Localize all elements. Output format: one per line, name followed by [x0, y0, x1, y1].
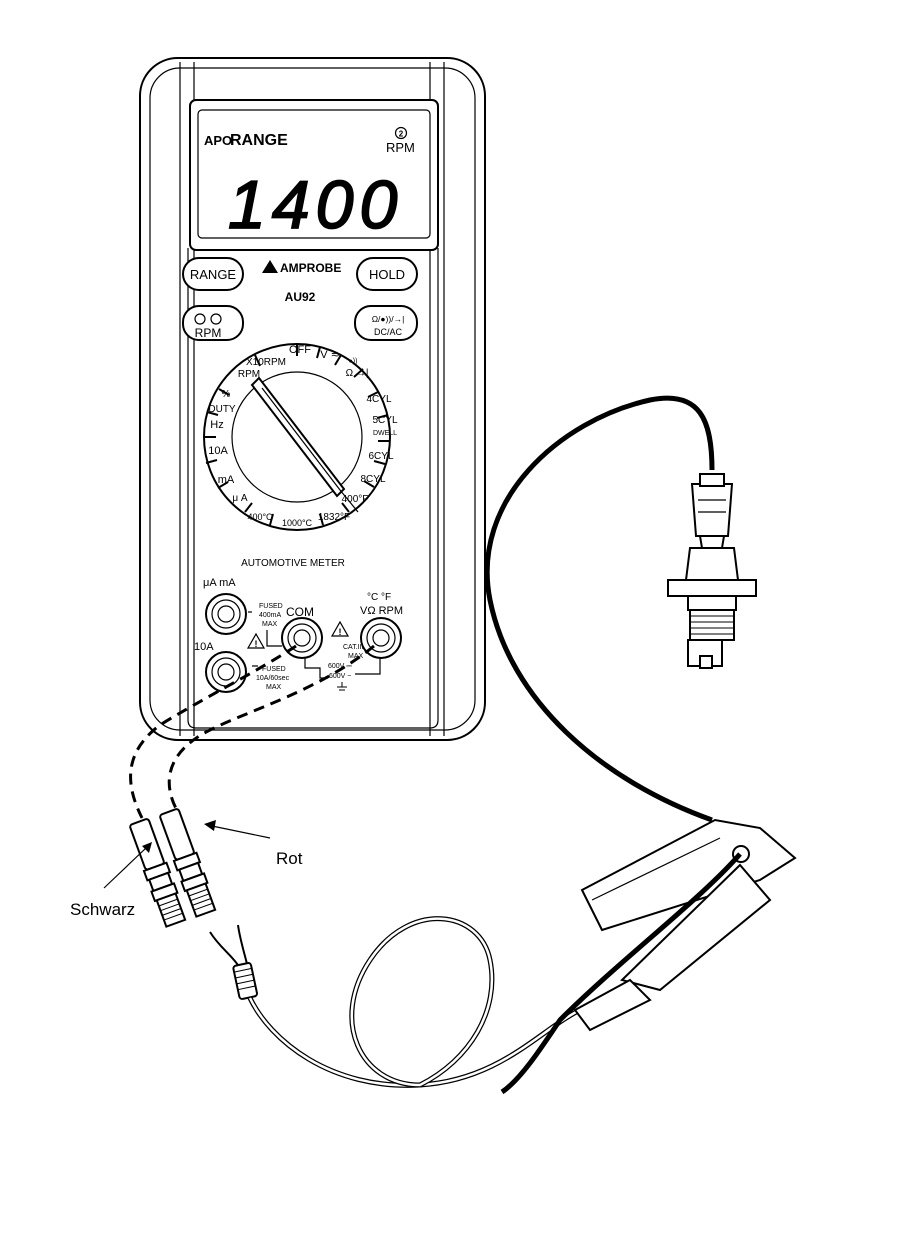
rpm-button[interactable]: RPM	[182, 305, 244, 341]
svg-text:!: !	[255, 639, 258, 649]
dial-1000c: 1000°C	[282, 518, 313, 528]
dial-pointer	[250, 376, 346, 498]
automotive-meter-label: AUTOMOTIVE METER	[241, 558, 345, 569]
jack-fused-2c: MAX	[266, 684, 282, 691]
dial-400f: 400°F	[342, 494, 369, 505]
brand-logo: AMPROBE	[262, 260, 341, 275]
jack-uama[interactable]	[205, 593, 247, 635]
rpm-unit: RPM	[386, 140, 415, 155]
jack-label-cf: °C °F	[367, 592, 391, 603]
jack-label-10a: 10A	[194, 641, 214, 653]
svg-text:DC/AC: DC/AC	[374, 327, 403, 337]
jack-fused-1b: 400mA	[259, 612, 282, 619]
black-pickup-cable	[484, 395, 742, 1095]
jack-fused-1c: MAX	[262, 621, 278, 628]
apo-indicator: APO	[204, 133, 232, 148]
svg-text:!: !	[339, 627, 342, 637]
rpm-cylinder-icon: 2	[394, 126, 408, 140]
reading-digits: 1400	[228, 167, 403, 243]
jack-cat-max: MAX	[348, 653, 364, 660]
jack-labels: μA mA FUSED 400mA MAX COM °C °F VΩ RPM C…	[194, 577, 403, 691]
lcd-display: APO RANGE 2 RPM 1400	[189, 99, 439, 251]
range-indicator: RANGE	[230, 132, 288, 149]
dial-ticks	[204, 344, 390, 526]
dial-6cyl: 6CYL	[368, 451, 393, 462]
callout-black-label: Schwarz	[70, 900, 135, 919]
range-button[interactable]: RANGE	[182, 257, 244, 291]
dial-hz: Hz	[210, 419, 223, 431]
dial-8cyl: 8CYL	[360, 474, 385, 485]
warning-icon: !	[246, 632, 266, 649]
dial-volts: V ≂	[320, 349, 340, 361]
red-banana-plug	[159, 808, 217, 918]
model-number: AU92	[285, 290, 316, 304]
svg-text:RANGE: RANGE	[190, 267, 237, 282]
warning-icon: !	[330, 620, 350, 637]
svg-text:Ω/●))/→|: Ω/●))/→|	[372, 314, 405, 324]
jack-label-uama: μA mA	[203, 577, 236, 589]
dial-x10rpm: X10RPM	[246, 357, 286, 368]
jack-fused-1: FUSED	[259, 603, 283, 610]
dial-ohm-diode: Ω →|	[346, 368, 369, 379]
cylinder-2-icon	[210, 313, 222, 325]
dial-1832f: 1832°F	[318, 512, 350, 523]
jack-fused-2: FUSED	[262, 666, 286, 673]
mode-button[interactable]: Ω/●))/→| DC/AC	[354, 305, 418, 341]
dial-10a: 10A	[208, 445, 228, 457]
rotary-dial[interactable]: OFF V ≂ ●)) Ω →| 4CYL 5CYL DWELL 6CYL 8C…	[203, 343, 398, 531]
ground-symbol-icon	[337, 682, 347, 691]
jack-label-vohm-rpm: VΩ RPM	[360, 605, 403, 617]
svg-text:HOLD: HOLD	[369, 267, 405, 282]
jack-600v-ac: 600V ~	[329, 673, 351, 680]
dial-milliamp: mA	[218, 474, 235, 486]
dial-off: OFF	[289, 344, 311, 356]
brand-name: AMPROBE	[280, 261, 341, 275]
jack-cat-rating: CAT.III	[343, 644, 364, 651]
dashed-test-leads	[129, 644, 375, 819]
lead-wires	[209, 916, 582, 1088]
dial-400c: 400°C	[247, 512, 273, 522]
callout-red-label: Rot	[276, 849, 303, 868]
jack-label-com: COM	[286, 605, 314, 619]
cylinder-1-icon	[194, 313, 206, 325]
svg-text:RPM: RPM	[195, 326, 222, 340]
hold-button[interactable]: HOLD	[356, 257, 418, 291]
spark-plug-adapter	[667, 473, 757, 669]
inductive-pickup-clip	[573, 818, 797, 1032]
dial-duty: DUTY	[208, 404, 236, 415]
dial-continuity: ●))	[349, 358, 358, 365]
jack-fused-2b: 10A/60sec	[256, 675, 290, 682]
svg-text:2: 2	[399, 130, 404, 139]
dial-percent: %	[222, 389, 231, 400]
jack-600v-dc: 600V ⎓	[328, 663, 352, 670]
callout-red: Rot	[204, 820, 303, 868]
dial-dwell: DWELL	[373, 430, 397, 437]
dial-4cyl: 4CYL	[366, 394, 391, 405]
dial-5cyl: 5CYL	[372, 415, 397, 426]
dial-rpm: RPM	[238, 369, 260, 380]
dial-microamp: μ A	[232, 493, 248, 504]
callout-black: Schwarz	[70, 842, 152, 919]
